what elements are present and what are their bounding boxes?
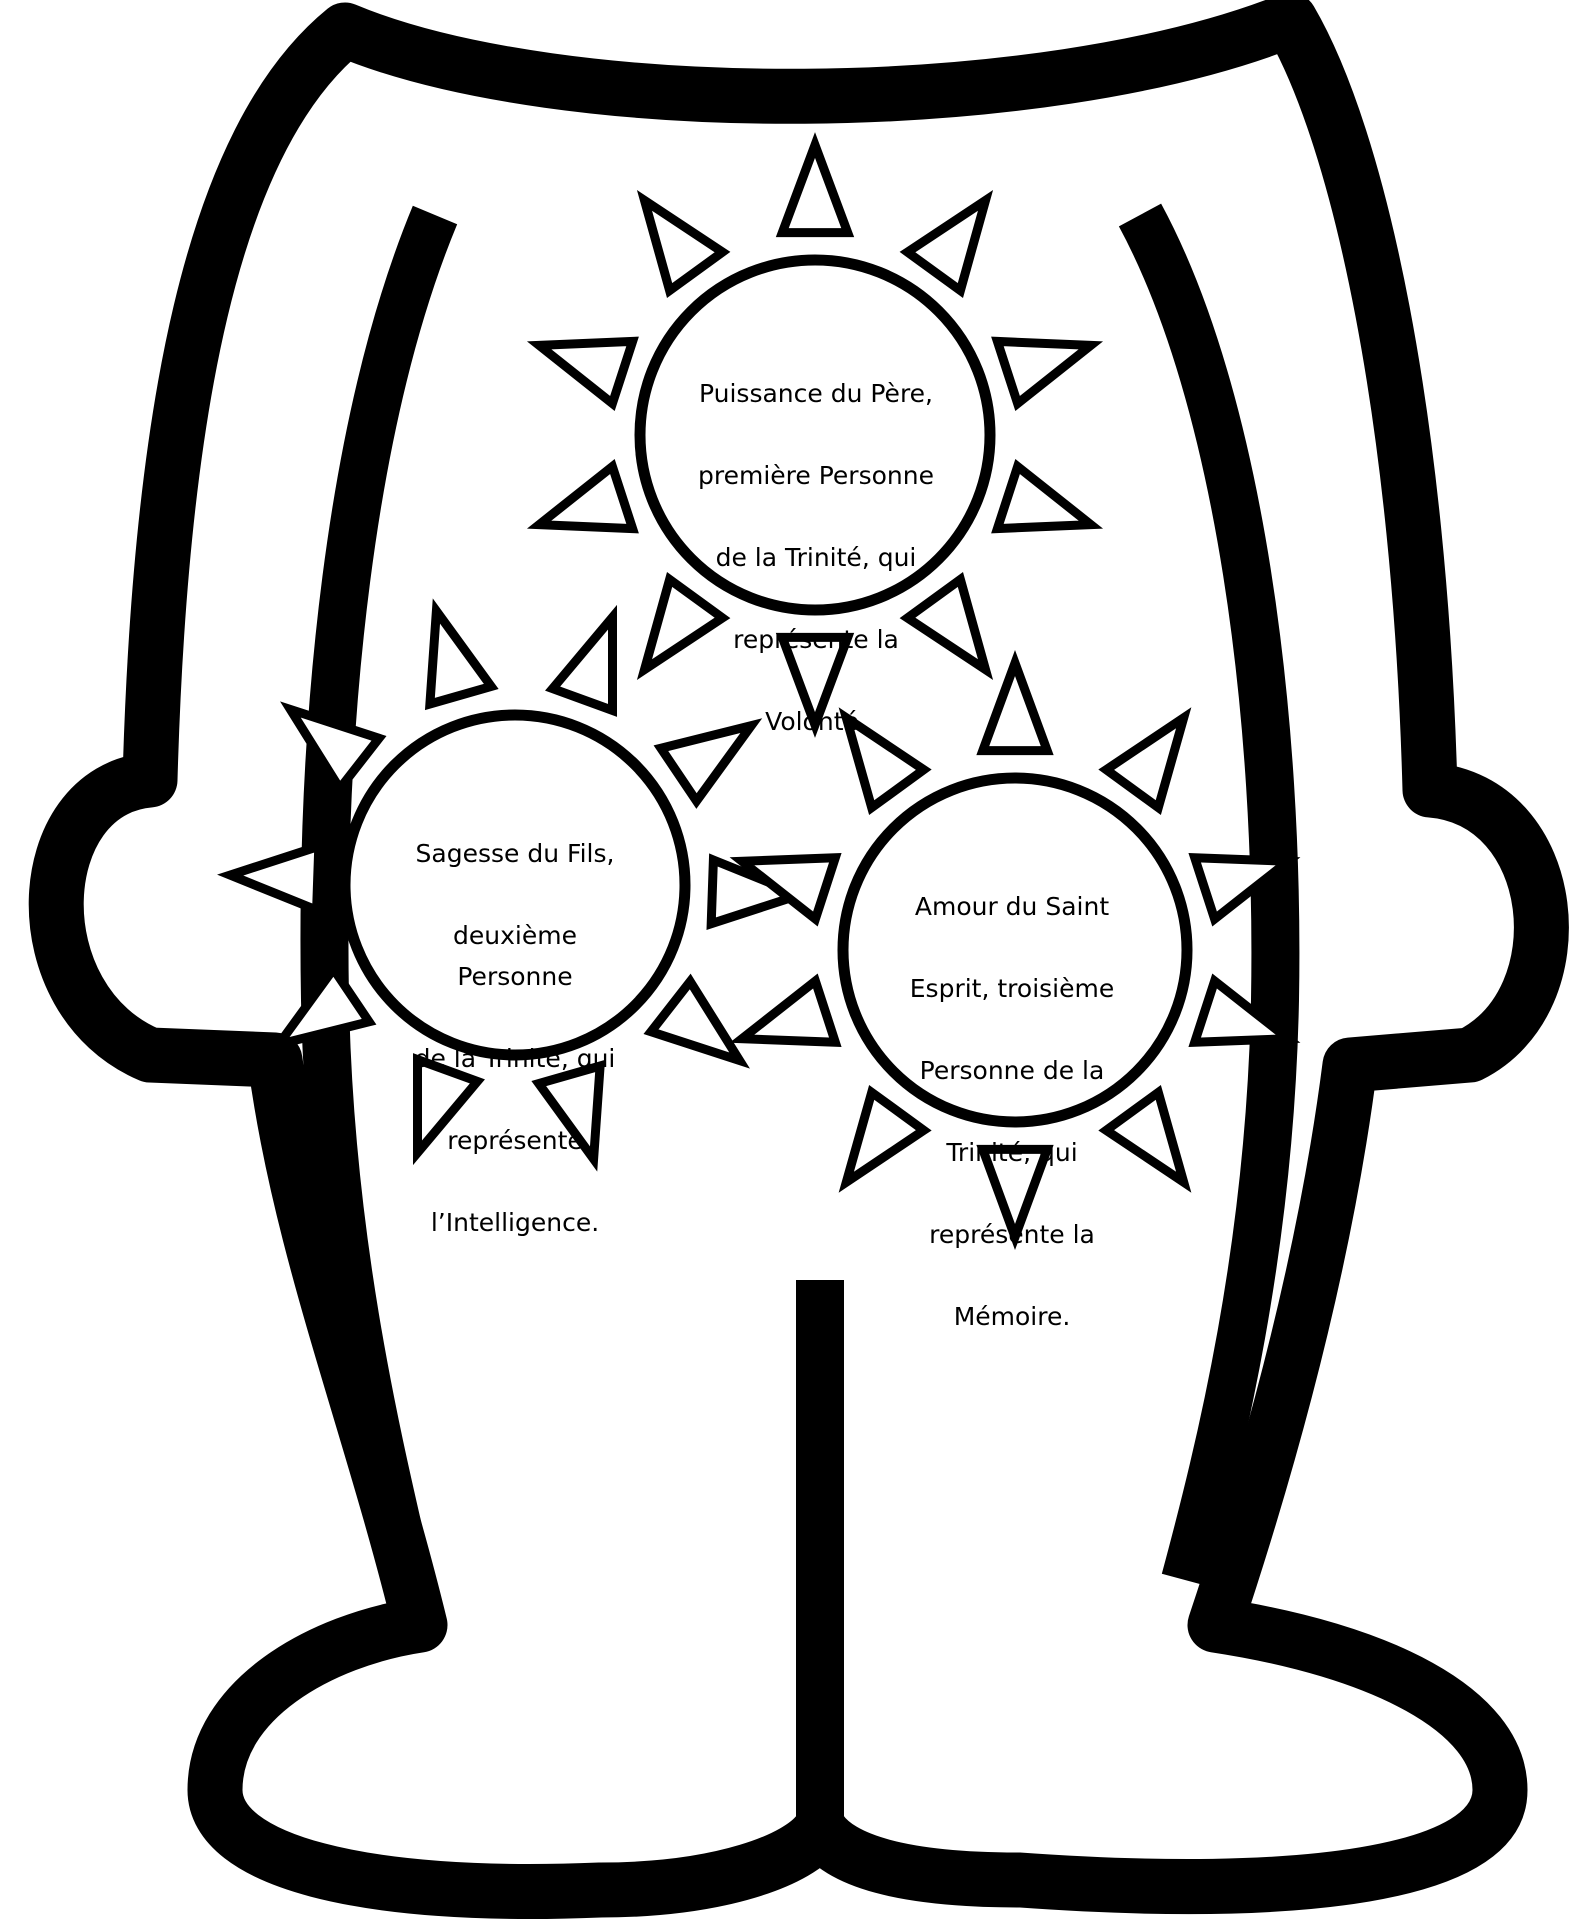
sun-text-esprit: Amour du Saint Esprit, troisième Personn… bbox=[892, 845, 1132, 1378]
sun-pere-line: de la Trinité, qui bbox=[696, 537, 936, 578]
sun-fils-line: représente bbox=[395, 1120, 635, 1161]
sun-esprit-line: représente la bbox=[892, 1214, 1132, 1255]
sun-fils-line: l’Intelligence. bbox=[395, 1202, 635, 1243]
sun-pere-line: première Personne bbox=[696, 455, 936, 496]
sun-pere-line: représente la bbox=[696, 619, 936, 660]
sun-esprit-line: Amour du Saint bbox=[892, 886, 1132, 927]
sun-fils-line: Sagesse du Fils, bbox=[395, 833, 635, 874]
sun-pere-line: Volonté. bbox=[696, 701, 936, 742]
sun-esprit-line: Trinité, qui bbox=[892, 1132, 1132, 1173]
sun-esprit-line: Mémoire. bbox=[892, 1296, 1132, 1337]
sun-text-pere: Puissance du Père, première Personne de … bbox=[696, 332, 936, 783]
sun-fils-line: deuxième Personne bbox=[395, 915, 635, 997]
sun-esprit-line: Personne de la bbox=[892, 1050, 1132, 1091]
sun-fils-line: de la Trinité, qui bbox=[395, 1038, 635, 1079]
sun-esprit-line: Esprit, troisième bbox=[892, 968, 1132, 1009]
sun-text-fils: Sagesse du Fils, deuxième Personne de la… bbox=[395, 792, 635, 1284]
sun-pere-line: Puissance du Père, bbox=[696, 373, 936, 414]
